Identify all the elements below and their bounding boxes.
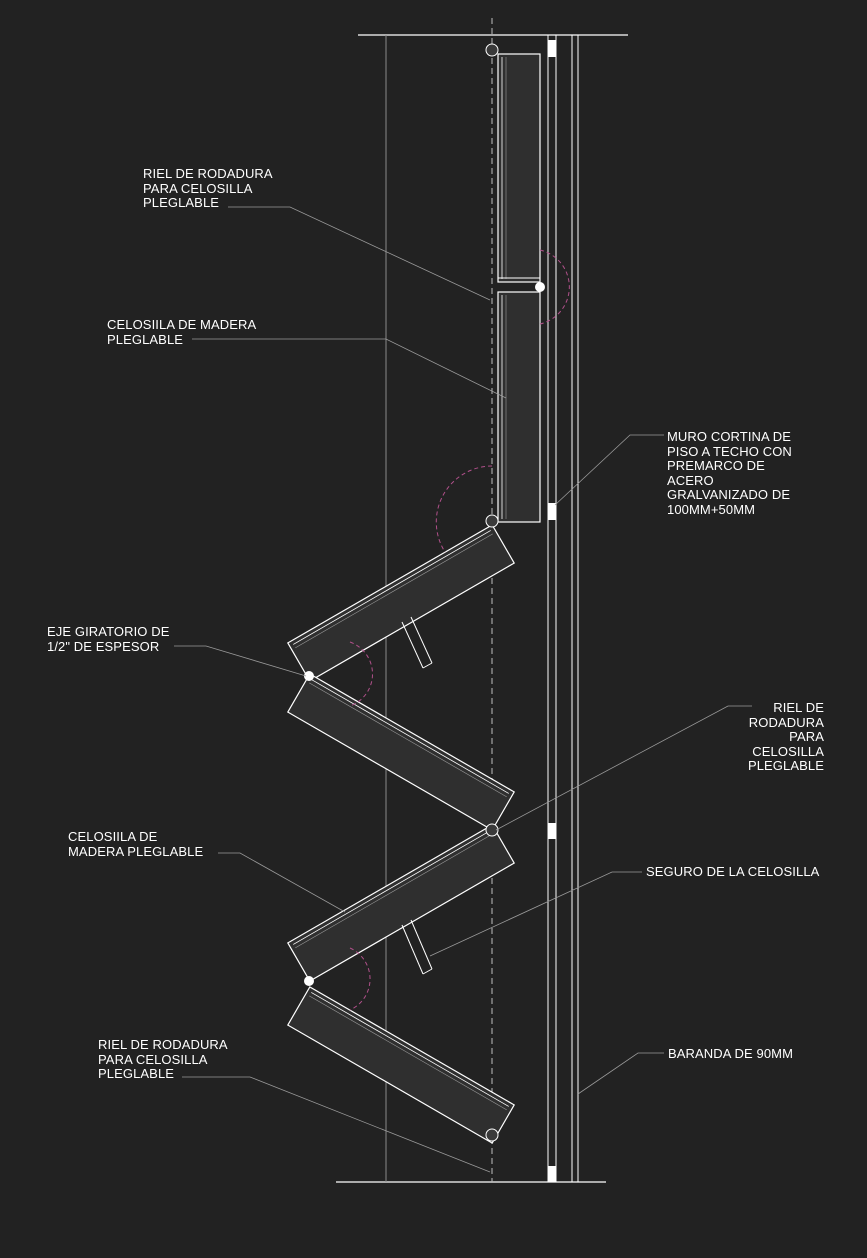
latch-2-a xyxy=(401,924,424,975)
panel-open-1 xyxy=(286,524,516,682)
latch-2-c xyxy=(422,968,433,975)
label-baranda: BARANDA DE 90MM xyxy=(668,1046,794,1061)
label-muro-cortina: MURO CORTINA DE PISO A TECHO CON PREMARC… xyxy=(667,429,792,517)
leader-eje xyxy=(174,645,307,677)
latch-1-a xyxy=(401,621,424,669)
swing-arc-4 xyxy=(349,947,371,1011)
frame-block-3 xyxy=(548,823,556,839)
latch-2-b xyxy=(410,919,433,970)
leader-celosia-mid xyxy=(218,852,346,913)
panel-open-4-inner-b xyxy=(309,995,507,1111)
panel-open-4-inner-a xyxy=(311,992,509,1107)
swing-arc-2 xyxy=(435,465,493,553)
label-celosia-mid: CELOSIILA DE MADERA PLEGLABLE xyxy=(68,829,204,859)
panel-open-1-inner-b xyxy=(295,533,493,649)
panel-closed-1 xyxy=(497,53,541,283)
panel-open-2-inner-b xyxy=(309,682,507,798)
leader-muro xyxy=(554,434,664,506)
leader-riel-bottom xyxy=(182,1076,491,1173)
frame-block-1 xyxy=(548,40,556,57)
pivot-open-3 xyxy=(485,823,499,837)
pivot-open-2 xyxy=(485,514,499,528)
latch-1-c xyxy=(422,662,433,669)
panel-open-3-inner-b xyxy=(295,833,493,949)
panel-open-2-body xyxy=(286,673,516,831)
pivot-dot-1 xyxy=(535,282,545,292)
label-riel-top: RIEL DE RODADURA PARA CELOSILLA PLEGLABL… xyxy=(143,166,273,210)
details xyxy=(304,43,570,1142)
panel-open-4-body xyxy=(286,986,516,1144)
folding-panels xyxy=(286,53,541,1144)
leader-riel-right xyxy=(495,705,752,831)
swing-arc-1 xyxy=(539,249,570,325)
panel-open-3 xyxy=(286,824,516,982)
label-seguro: SEGURO DE LA CELOSILLA xyxy=(646,864,820,879)
swing-arc-3 xyxy=(349,641,374,707)
panel-open-2-inner-a xyxy=(311,679,509,794)
panel-open-3-body xyxy=(286,824,516,982)
latch-1-b xyxy=(410,616,433,664)
pivot-open-1 xyxy=(485,43,499,57)
frame-block-2 xyxy=(548,503,556,520)
panel-open-1-body xyxy=(286,524,516,682)
leader-celosia-top xyxy=(192,338,507,399)
label-riel-bottom: RIEL DE RODADURA PARA CELOSILLA PLEGLABL… xyxy=(98,1037,228,1081)
label-celosia-top: CELOSIILA DE MADERA PLEGLABLE xyxy=(107,317,257,347)
leader-baranda xyxy=(577,1052,664,1095)
pivot-dot-3 xyxy=(304,976,314,986)
label-eje-giratorio: EJE GIRATORIO DE 1/2" DE ESPESOR xyxy=(47,624,170,654)
pivot-dot-2 xyxy=(304,671,314,681)
panel-open-1-inner-a xyxy=(293,530,491,645)
pivot-open-4 xyxy=(485,1128,499,1142)
panel-closed-2 xyxy=(497,291,541,523)
panel-open-4 xyxy=(286,986,516,1144)
frame-block-4 xyxy=(548,1166,556,1182)
leader-riel-top xyxy=(228,206,491,301)
label-riel-right: RIEL DE RODADURA PARA CELOSILLA PLEGLABL… xyxy=(747,700,824,773)
leader-lines xyxy=(174,206,752,1173)
panel-open-2 xyxy=(286,673,516,831)
panel-open-3-inner-a xyxy=(293,830,491,945)
leader-seguro xyxy=(429,871,642,957)
